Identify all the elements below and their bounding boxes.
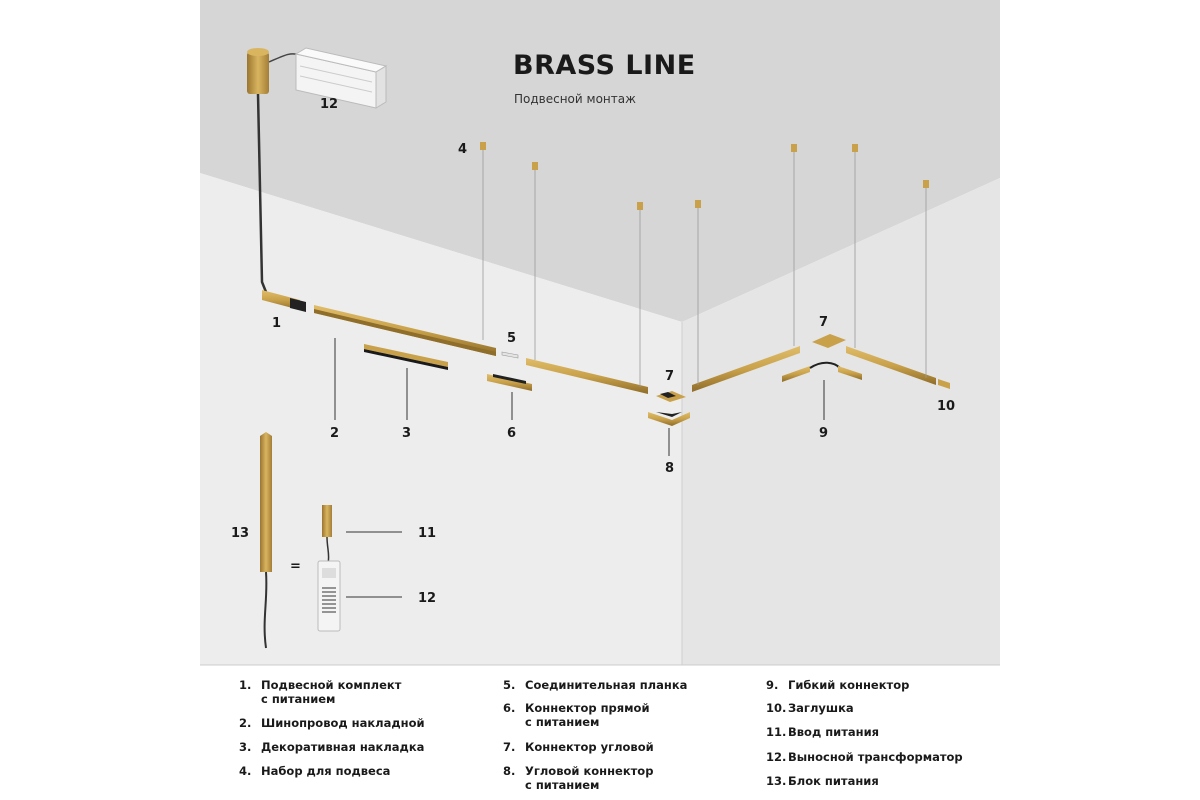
- callout-2: 2: [330, 426, 340, 441]
- leader-lines: [334, 338, 825, 598]
- busbar-right: [692, 346, 800, 392]
- suspension-kit: [262, 290, 306, 312]
- callout-12-top: 12: [320, 97, 339, 112]
- legend-item-8: 8.Угловой коннектор с питанием: [503, 764, 654, 792]
- corner-connector: [656, 391, 686, 402]
- callout-3: 3: [402, 426, 412, 441]
- legend-item-13: 13.Блок питания: [766, 774, 879, 788]
- remote-transformer: [317, 560, 341, 632]
- legend-item-9: 9.Гибкий коннектор: [766, 678, 910, 692]
- legend-item-10: 10.Заглушка: [766, 701, 854, 715]
- ceiling-cup-transformer: [247, 47, 388, 109]
- equals-sign: =: [290, 559, 301, 574]
- legend-item-7: 7.Коннектор угловой: [503, 740, 654, 754]
- callout-9: 9: [819, 426, 829, 441]
- right-wall: [682, 178, 1000, 665]
- end-cap: [938, 379, 950, 389]
- page-subtitle: Подвесной монтаж: [514, 92, 636, 106]
- suspension-wires: [482, 150, 927, 387]
- busbar-far-right: [846, 346, 936, 385]
- callout-11: 11: [418, 526, 437, 541]
- straight-connector: [487, 374, 532, 391]
- power-block: [260, 432, 272, 649]
- busbar-middle: [526, 358, 648, 394]
- callout-7b: 7: [819, 315, 829, 330]
- legend-item-11: 11.Ввод питания: [766, 725, 880, 739]
- legend-item-4: 4.Набор для подвеса: [239, 764, 391, 778]
- decorative-cover: [364, 344, 448, 370]
- surface-busbar: [314, 305, 496, 356]
- legend-item-1: 1.Подвесной комплект с питанием: [239, 678, 402, 706]
- callout-1: 1: [272, 316, 282, 331]
- callout-12-bottom: 12: [418, 591, 437, 606]
- legend: 1.Подвесной комплект с питанием 2.Шинопр…: [200, 676, 1000, 800]
- legend-item-12: 12.Выносной трансформатор: [766, 750, 963, 764]
- callout-5: 5: [507, 331, 517, 346]
- legend-item-5: 5.Соединительная планка: [503, 678, 688, 692]
- corner-connector-right: [812, 334, 846, 348]
- callout-4: 4: [458, 142, 468, 157]
- callout-8: 8: [665, 461, 675, 476]
- legend-item-6: 6.Коннектор прямой с питанием: [503, 701, 650, 729]
- left-wall: [200, 173, 682, 665]
- legend-item-3: 3.Декоративная накладка: [239, 740, 425, 754]
- callout-13: 13: [231, 526, 250, 541]
- power-cable: [256, 93, 268, 293]
- callout-6: 6: [507, 426, 517, 441]
- flexible-connector: [782, 361, 862, 382]
- page-title: BRASS LINE: [513, 50, 696, 81]
- ceiling-caps: [480, 142, 929, 210]
- ceiling: [200, 0, 1000, 322]
- connecting-strip: [501, 351, 519, 359]
- corner-connector-powered: [648, 412, 690, 426]
- legend-item-2: 2.Шинопровод накладной: [239, 716, 425, 730]
- callout-10: 10: [937, 399, 956, 414]
- callout-7a: 7: [665, 369, 675, 384]
